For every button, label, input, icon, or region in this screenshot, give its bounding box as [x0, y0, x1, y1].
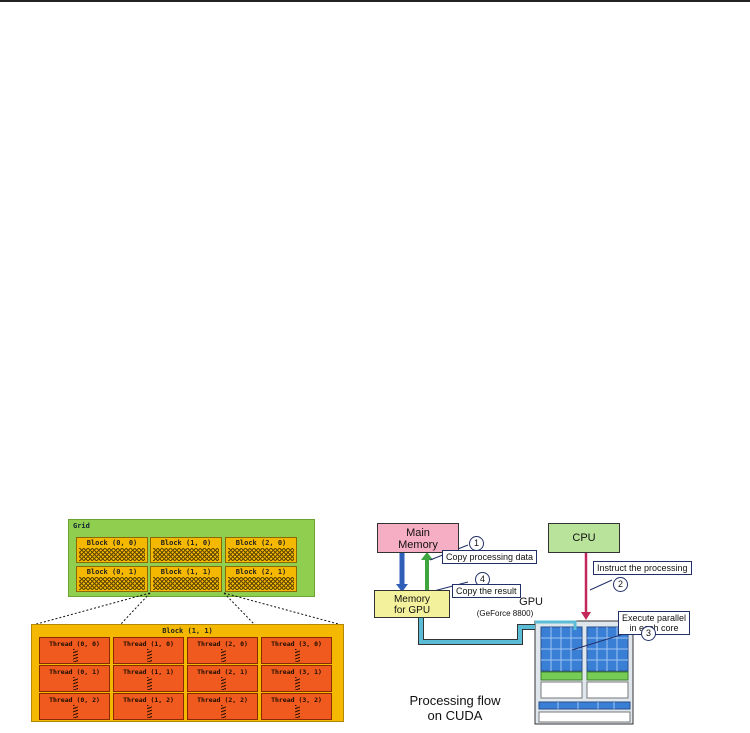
thread-wave-icon — [147, 649, 152, 662]
thread-cell: Thread (0, 2) — [39, 693, 110, 720]
gpu-cores — [538, 626, 631, 723]
block-label: Block (1, 0) — [160, 539, 212, 547]
thread-label: Thread (1, 1) — [123, 668, 174, 676]
thread-label: Thread (0, 2) — [49, 696, 100, 704]
block-label: Block (0, 0) — [86, 539, 138, 547]
thread-wave-icon — [221, 677, 226, 690]
thread-label: Thread (2, 0) — [197, 640, 248, 648]
thread-label: Thread (1, 0) — [123, 640, 174, 648]
threads-icon — [153, 548, 219, 561]
thread-cell: Thread (1, 0) — [113, 637, 184, 664]
block-1-1: Block (1, 1) — [150, 566, 222, 592]
block-detail-label: Block (1, 1) — [162, 627, 213, 635]
threads-icon — [153, 577, 219, 590]
block-label: Block (2, 0) — [235, 539, 287, 547]
thread-wave-icon — [147, 677, 152, 690]
thread-cell: Thread (2, 2) — [187, 693, 258, 720]
thread-cell: Thread (1, 1) — [113, 665, 184, 692]
thread-wave-icon — [147, 705, 152, 718]
block-label: Block (0, 1) — [86, 568, 138, 576]
thread-label: Thread (2, 2) — [197, 696, 248, 704]
thread-label: Thread (0, 1) — [49, 668, 100, 676]
gpu-model-label: (GeForce 8800) — [476, 609, 534, 618]
top-rule — [0, 0, 750, 2]
main-memory-box: Main Memory — [377, 523, 459, 553]
thread-cell: Thread (2, 0) — [187, 637, 258, 664]
thread-label: Thread (1, 2) — [123, 696, 174, 704]
step-3-badge: 3 — [641, 626, 656, 641]
step-1-callout: Copy processing data — [442, 550, 538, 564]
diagram-caption: Processing flow on CUDA — [409, 693, 501, 723]
block-0-1: Block (0, 1) — [76, 566, 148, 592]
thread-wave-icon — [295, 705, 300, 718]
step-1-badge: 1 — [469, 536, 484, 551]
thread-label: Thread (3, 2) — [271, 696, 322, 704]
thread-wave-icon — [295, 649, 300, 662]
grid-box: Grid Block (0, 0) Block (1, 0) Block (2,… — [68, 519, 315, 597]
threads-icon — [228, 577, 294, 590]
thread-label: Thread (2, 1) — [197, 668, 248, 676]
gpu-label: GPU — [519, 596, 543, 608]
thread-cell: Thread (0, 0) — [39, 637, 110, 664]
thread-wave-icon — [73, 677, 78, 690]
block-label: Block (1, 1) — [160, 568, 212, 576]
block-detail-box: Block (1, 1) Thread (0, 0) Thread (1, 0) T… — [31, 624, 344, 722]
thread-label: Thread (3, 1) — [271, 668, 322, 676]
block-label: Block (2, 1) — [235, 568, 287, 576]
thread-wave-icon — [73, 649, 78, 662]
threads-icon — [228, 548, 294, 561]
gpu-memory-box: Memory for GPU — [374, 590, 450, 618]
block-0-0: Block (0, 0) — [76, 537, 148, 563]
step-2-badge: 2 — [613, 577, 628, 592]
threads-icon — [79, 548, 145, 561]
grid-label: Grid — [73, 522, 90, 530]
thread-cell: Thread (3, 0) — [261, 637, 332, 664]
thread-wave-icon — [73, 705, 78, 718]
thread-cell: Thread (3, 1) — [261, 665, 332, 692]
block-2-0: Block (2, 0) — [225, 537, 297, 563]
step-4-callout: Copy the result — [452, 584, 521, 598]
thread-cell: Thread (3, 2) — [261, 693, 332, 720]
block-1-0: Block (1, 0) — [150, 537, 222, 563]
thread-wave-icon — [221, 649, 226, 662]
thread-cell: Thread (0, 1) — [39, 665, 110, 692]
cpu-box: CPU — [548, 523, 620, 553]
thread-cell: Thread (1, 2) — [113, 693, 184, 720]
thread-label: Thread (0, 0) — [49, 640, 100, 648]
thread-wave-icon — [295, 677, 300, 690]
step-2-callout: Instruct the processing — [593, 561, 692, 575]
thread-cell: Thread (2, 1) — [187, 665, 258, 692]
block-2-1: Block (2, 1) — [225, 566, 297, 592]
threads-icon — [79, 577, 145, 590]
thread-label: Thread (3, 0) — [271, 640, 322, 648]
thread-wave-icon — [221, 705, 226, 718]
